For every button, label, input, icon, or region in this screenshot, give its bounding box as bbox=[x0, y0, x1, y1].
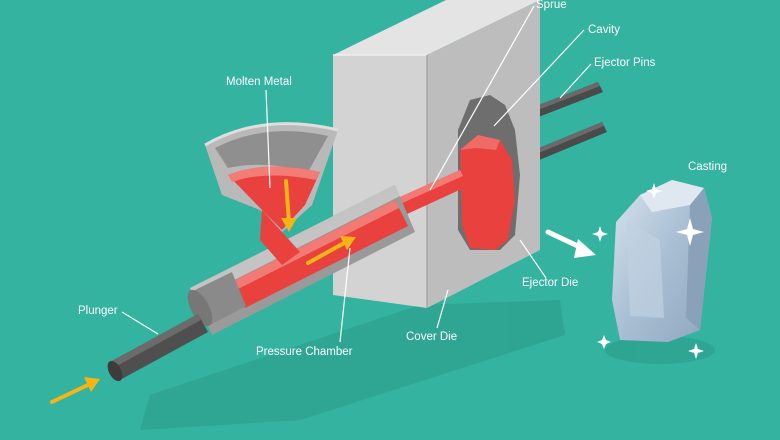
label-pressure-chamber: Pressure Chamber bbox=[256, 346, 353, 358]
plunger-rod bbox=[107, 314, 208, 382]
label-sprue: Sprue bbox=[536, 0, 567, 11]
label-casting: Casting bbox=[688, 161, 727, 173]
die-top bbox=[333, 0, 540, 55]
floor-shadows bbox=[140, 300, 715, 430]
flow-arrow-icon bbox=[306, 236, 356, 265]
label-cavity: Cavity bbox=[588, 24, 620, 36]
label-ejector-die: Ejector Die bbox=[522, 277, 578, 289]
sparkle-icon bbox=[676, 218, 704, 246]
leader-lines bbox=[121, 5, 592, 343]
pressure-chamber bbox=[187, 185, 415, 335]
pour-funnel bbox=[204, 122, 339, 265]
funnel-metal bbox=[228, 166, 320, 230]
flow-arrow-icon bbox=[50, 377, 100, 404]
label-plunger: Plunger bbox=[78, 305, 118, 317]
chamber-metal bbox=[232, 200, 408, 308]
label-cover-die: Cover Die bbox=[406, 331, 457, 343]
sparkle-icon bbox=[592, 226, 608, 242]
sparkle-icon bbox=[646, 183, 662, 199]
casting-part bbox=[612, 180, 712, 342]
eject-arrow-icon bbox=[545, 229, 596, 258]
sparkle-icon bbox=[597, 335, 611, 349]
sparkle-icon bbox=[688, 343, 704, 359]
cavity-metal bbox=[460, 135, 515, 250]
flow-arrow-icon bbox=[281, 179, 297, 232]
label-molten-metal: Molten Metal bbox=[226, 76, 292, 88]
cavity bbox=[458, 95, 520, 250]
label-ejector-pins: Ejector Pins bbox=[594, 57, 656, 69]
